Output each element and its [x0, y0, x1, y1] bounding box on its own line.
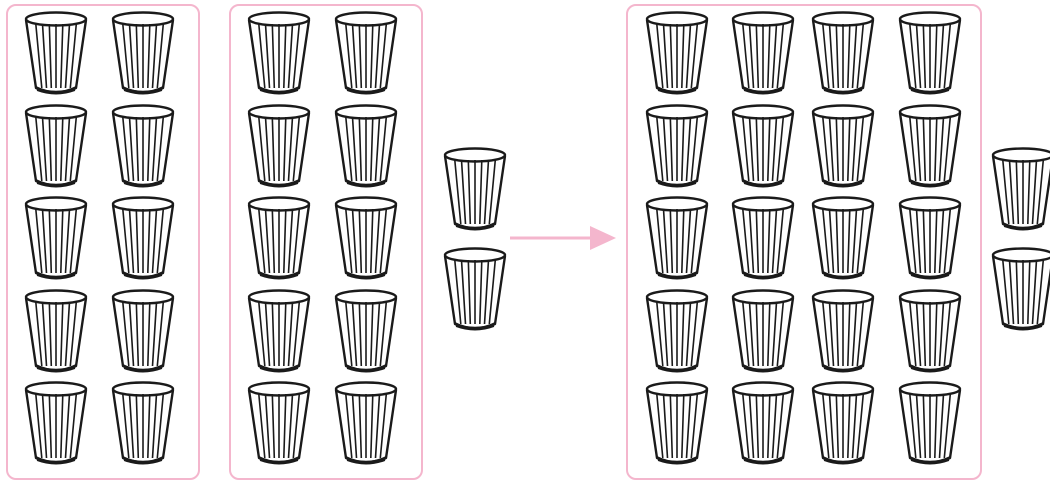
cup-icon	[333, 288, 399, 373]
cup-icon	[644, 10, 710, 95]
cup-icon	[897, 195, 963, 280]
cup-icon	[110, 195, 176, 280]
cup-icon	[23, 10, 89, 95]
cup-icon	[644, 380, 710, 465]
cup-icon	[333, 103, 399, 188]
cup-icon	[333, 10, 399, 95]
cup-icon	[246, 103, 312, 188]
cup-icon	[110, 103, 176, 188]
cup-icon	[246, 380, 312, 465]
cup-icon	[333, 195, 399, 280]
loose-cup-icon	[990, 246, 1050, 331]
cup-icon	[897, 380, 963, 465]
cup-icon	[23, 288, 89, 373]
arrow-right-icon	[508, 224, 618, 252]
loose-cup-icon	[442, 246, 508, 331]
cup-icon	[810, 288, 876, 373]
cup-icon	[246, 288, 312, 373]
loose-cup-icon	[990, 146, 1050, 231]
cup-icon	[897, 288, 963, 373]
cup-icon	[333, 380, 399, 465]
cup-icon	[897, 10, 963, 95]
cup-icon	[730, 103, 796, 188]
cup-icon	[730, 10, 796, 95]
cup-icon	[897, 103, 963, 188]
cup-icon	[730, 288, 796, 373]
cup-icon	[730, 380, 796, 465]
loose-cup-icon	[442, 146, 508, 231]
cup-icon	[246, 10, 312, 95]
cup-icon	[246, 195, 312, 280]
cup-icon	[23, 195, 89, 280]
cup-icon	[730, 195, 796, 280]
cup-icon	[23, 380, 89, 465]
cup-icon	[110, 288, 176, 373]
cup-icon	[810, 195, 876, 280]
cup-icon	[110, 10, 176, 95]
cup-icon	[810, 103, 876, 188]
cup-icon	[644, 288, 710, 373]
cup-icon	[644, 195, 710, 280]
cup-icon	[810, 380, 876, 465]
cup-icon	[644, 103, 710, 188]
cup-icon	[810, 10, 876, 95]
cup-icon	[110, 380, 176, 465]
cup-icon	[23, 103, 89, 188]
